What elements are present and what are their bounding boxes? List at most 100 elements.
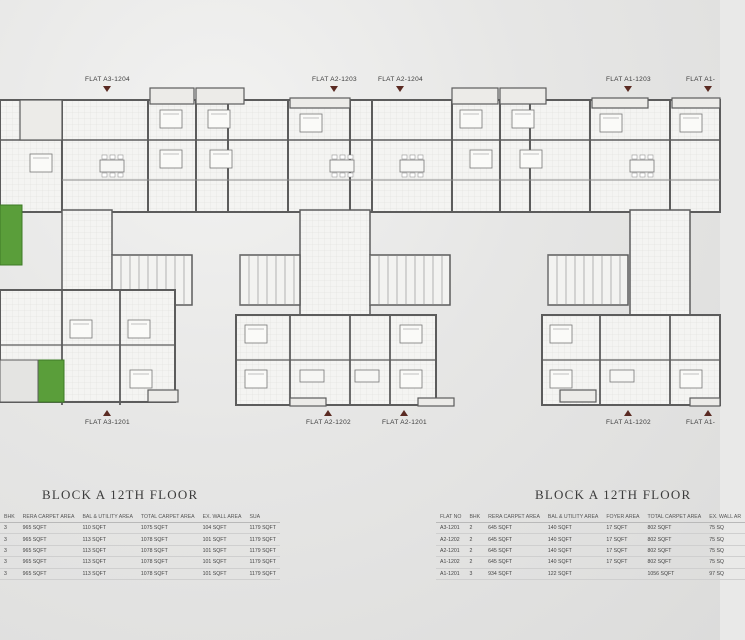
arrow-down-icon bbox=[330, 86, 338, 92]
table-cell: 101 SQFT bbox=[198, 545, 246, 558]
flat-label-top: FLAT A1- bbox=[686, 76, 716, 83]
chair bbox=[417, 172, 424, 178]
bed bbox=[399, 369, 423, 389]
column-header: EX. WALL AREA bbox=[198, 512, 246, 523]
bed bbox=[69, 319, 93, 339]
balcony bbox=[19, 99, 63, 141]
dining-table bbox=[399, 159, 425, 173]
table-cell: 645 SQFT bbox=[484, 545, 544, 558]
arrow-down-icon bbox=[396, 86, 404, 92]
table-cell: 3 bbox=[465, 568, 485, 580]
balcony bbox=[559, 389, 597, 403]
dining-table bbox=[299, 369, 325, 383]
table-cell: 3 bbox=[0, 568, 19, 580]
table-cell: 17 SQFT bbox=[602, 545, 644, 558]
chair bbox=[409, 172, 416, 178]
table-cell: 1179 SQFT bbox=[245, 522, 280, 535]
table-cell: 965 SQFT bbox=[18, 556, 79, 569]
table-cell: 140 SQFT bbox=[543, 556, 603, 569]
chair bbox=[331, 154, 338, 160]
left-block-title: BLOCK A 12TH FLOOR bbox=[42, 487, 199, 502]
table-cell: 802 SQFT bbox=[643, 556, 706, 569]
table-cell: 104 SQFT bbox=[198, 522, 246, 535]
column-header: TOTAL CARPET AREA bbox=[136, 512, 199, 523]
arrow-up-icon bbox=[704, 410, 712, 416]
terrace-area bbox=[0, 359, 39, 403]
table-cell: 97 SQ bbox=[705, 568, 745, 580]
table-cell: 113 SQFT bbox=[78, 533, 137, 546]
table-cell: 17 SQFT bbox=[602, 533, 644, 546]
table-cell: 113 SQFT bbox=[78, 568, 137, 580]
table-cell: 965 SQFT bbox=[18, 533, 79, 546]
bed bbox=[29, 153, 53, 173]
balcony bbox=[289, 97, 351, 109]
chair bbox=[647, 154, 654, 160]
bed bbox=[679, 113, 703, 133]
balcony bbox=[499, 87, 547, 105]
dining-table bbox=[354, 369, 380, 383]
table-cell: 75 SQ bbox=[705, 522, 745, 535]
table-cell: 3 bbox=[0, 533, 19, 546]
plan-shapes bbox=[0, 87, 721, 407]
table-cell: 1078 SQFT bbox=[136, 533, 199, 546]
table-cell: 1078 SQFT bbox=[136, 568, 199, 580]
column-header: BAL & UTILITY AREA bbox=[78, 512, 137, 523]
flat-label-bottom: FLAT A3-1201 bbox=[85, 419, 130, 426]
flat-label-bottom: FLAT A2-1201 bbox=[382, 419, 427, 426]
dining-table bbox=[99, 159, 125, 173]
column-header: SUA bbox=[245, 512, 280, 523]
dining-table bbox=[329, 159, 355, 173]
core-middle bbox=[299, 209, 371, 321]
table-cell: A3-1201 bbox=[436, 522, 466, 535]
balcony bbox=[591, 97, 649, 109]
bed bbox=[207, 109, 231, 129]
balcony bbox=[149, 87, 195, 105]
balcony bbox=[689, 397, 721, 407]
table-cell: 1075 SQFT bbox=[136, 522, 199, 535]
balcony bbox=[417, 397, 455, 407]
column-header: RERA CARPET AREA bbox=[484, 512, 544, 523]
table-cell: 2 bbox=[465, 556, 485, 569]
table-cell: 101 SQFT bbox=[198, 533, 246, 546]
table-cell: 1179 SQFT bbox=[245, 556, 280, 569]
table-cell: 75 SQ bbox=[705, 533, 745, 546]
arrow-down-icon bbox=[103, 86, 111, 92]
chair bbox=[639, 172, 646, 178]
flat-label-bottom: FLAT A1-1202 bbox=[606, 419, 651, 426]
table-cell: 965 SQFT bbox=[18, 545, 79, 558]
table-cell bbox=[602, 568, 644, 580]
table-cell: A1-1202 bbox=[436, 556, 466, 569]
balcony bbox=[451, 87, 499, 105]
staircase-middle-right bbox=[369, 254, 451, 306]
table-cell: 645 SQFT bbox=[484, 533, 544, 546]
bed bbox=[209, 149, 233, 169]
bed bbox=[159, 109, 183, 129]
table-cell: 101 SQFT bbox=[198, 568, 246, 580]
bed bbox=[244, 324, 268, 344]
column-header: RERA CARPET AREA bbox=[18, 512, 79, 523]
right-block-title: BLOCK A 12TH FLOOR bbox=[535, 487, 692, 502]
bed bbox=[127, 319, 151, 339]
chair bbox=[331, 172, 338, 178]
bed bbox=[469, 149, 493, 169]
chair bbox=[117, 172, 124, 178]
bed bbox=[549, 369, 573, 389]
flat-label-top: FLAT A3-1204 bbox=[85, 76, 130, 83]
balcony bbox=[289, 397, 327, 407]
chair bbox=[101, 172, 108, 178]
bed bbox=[159, 149, 183, 169]
flat-label-bottom: FLAT A2-1202 bbox=[306, 419, 351, 426]
staircase-middle bbox=[239, 254, 301, 306]
bed bbox=[244, 369, 268, 389]
chair bbox=[347, 154, 354, 160]
bed bbox=[399, 324, 423, 344]
table-cell: 3 bbox=[0, 556, 19, 569]
column-header: BHK bbox=[0, 512, 19, 523]
table-cell: 645 SQFT bbox=[484, 522, 544, 535]
